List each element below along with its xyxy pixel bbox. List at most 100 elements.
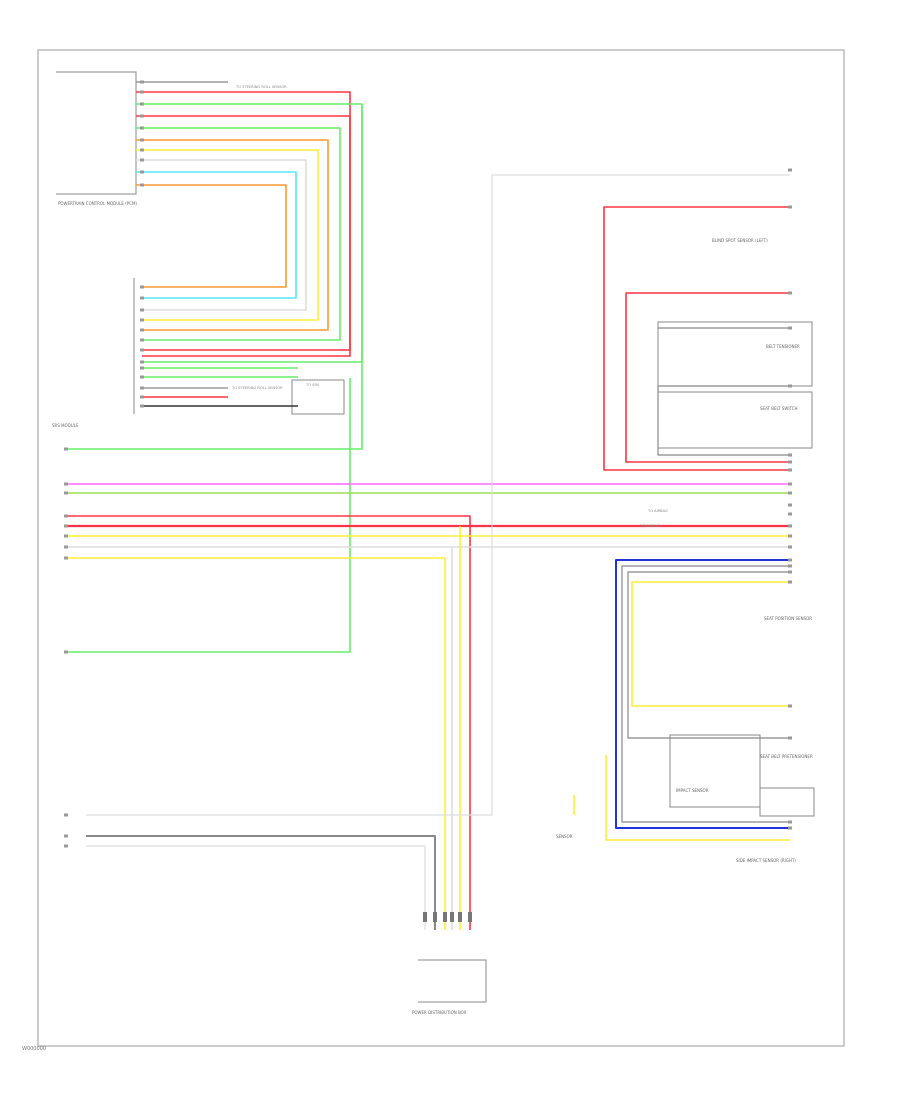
pin-mark	[788, 736, 792, 740]
pin-mark	[140, 360, 144, 364]
pin-mark	[140, 348, 144, 352]
label-right-lower: IMPACT SENSOR	[676, 788, 709, 793]
pin-mark	[788, 564, 792, 568]
wire-32	[657, 385, 790, 456]
pin-mark	[64, 556, 68, 560]
footer-code: W000000	[22, 1046, 47, 1052]
wire-27	[86, 835, 436, 930]
note-5: TO AIRBAG	[639, 524, 660, 528]
upper-left-module	[56, 71, 137, 195]
pin-mark	[140, 138, 144, 142]
pin-mark	[788, 570, 792, 574]
note-2: TO STEERING ROLL SENSOR	[231, 386, 283, 390]
pin-mark	[140, 170, 144, 174]
pin-labels-layer	[64, 80, 792, 922]
bottom-pin	[468, 912, 472, 922]
pin-mark	[140, 386, 144, 390]
label-bottom-center: POWER DISTRIBUTION BOX	[412, 1010, 467, 1015]
pin-mark	[788, 558, 792, 562]
wire-7	[136, 171, 297, 299]
pin-mark	[788, 468, 792, 472]
pin-mark	[140, 404, 144, 408]
wire-5	[136, 149, 319, 321]
pin-mark	[64, 545, 68, 549]
pin-mark	[788, 826, 792, 830]
pin-mark	[140, 126, 144, 130]
small-connector-box	[291, 379, 345, 415]
pin-mark	[788, 205, 792, 209]
label-upper-left: POWERTRAIN CONTROL MODULE (PCM)	[58, 201, 137, 206]
wire-37	[605, 755, 790, 841]
pin-mark	[140, 148, 144, 152]
pin-mark	[140, 183, 144, 187]
pin-mark	[64, 834, 68, 838]
pin-mark	[788, 482, 792, 486]
pin-mark	[140, 366, 144, 370]
pin-mark	[788, 534, 792, 538]
pin-mark	[140, 80, 144, 84]
pin-mark	[140, 318, 144, 322]
pin-mark	[788, 704, 792, 708]
label-bottom-right: SIDE IMPACT SENSOR (RIGHT)	[736, 858, 796, 863]
right-seat-box	[657, 321, 813, 387]
bottom-pin	[433, 912, 437, 922]
wire-34	[621, 565, 790, 823]
pin-mark	[140, 395, 144, 399]
note-1: TO STEERING ROLL SENSOR	[235, 85, 287, 89]
bottom-right-box	[759, 787, 815, 817]
diagram-frame	[37, 49, 845, 1047]
pin-mark	[140, 102, 144, 106]
pin-mark	[140, 114, 144, 118]
pin-mark	[788, 512, 792, 516]
pin-mark	[140, 90, 144, 94]
pin-mark	[140, 328, 144, 332]
wire-36	[627, 571, 790, 739]
bottom-pin	[450, 912, 454, 922]
pin-mark	[788, 453, 792, 457]
wire-29	[603, 206, 790, 471]
label-right-mid3: SEAT POSITION SENSOR	[764, 616, 812, 621]
pin-mark	[788, 503, 792, 507]
bottom-pin	[443, 912, 447, 922]
pin-mark	[64, 514, 68, 518]
pin-mark	[140, 296, 144, 300]
wire-30	[625, 292, 790, 463]
wire-23	[66, 557, 446, 930]
pin-mark	[788, 291, 792, 295]
pin-mark	[788, 820, 792, 824]
wire-4	[136, 139, 329, 331]
note-3: TO SRS	[305, 383, 320, 387]
pin-mark	[64, 524, 68, 528]
label-right-mid1: BELT TENSIONER	[766, 344, 800, 349]
pin-mark	[64, 844, 68, 848]
label-right-mid2: SEAT BELT SWITCH	[760, 406, 798, 411]
pin-mark	[140, 158, 144, 162]
pin-mark	[788, 168, 792, 172]
pin-mark	[788, 545, 792, 549]
pin-mark	[64, 482, 68, 486]
wire-2	[136, 115, 351, 351]
pin-mark	[64, 650, 68, 654]
wire-3	[136, 127, 341, 341]
pin-mark	[788, 524, 792, 528]
label-middle-left: SRS MODULE	[52, 423, 79, 428]
pin-mark	[64, 491, 68, 495]
bottom-pin	[423, 912, 427, 922]
wire-35	[631, 581, 790, 707]
pin-mark	[788, 326, 792, 330]
wire-6	[136, 159, 307, 311]
pin-mark	[64, 447, 68, 451]
pin-mark	[140, 308, 144, 312]
wire-28	[86, 845, 426, 930]
wire-15	[66, 104, 363, 450]
right-sensor-box	[669, 734, 761, 808]
pin-mark	[788, 580, 792, 584]
label-right-top: BLIND SPOT SENSOR (LEFT)	[712, 238, 768, 243]
wire-8	[136, 184, 287, 288]
pin-mark	[64, 813, 68, 817]
label-bottom-sensor: SENSOR	[556, 834, 573, 839]
pin-mark	[64, 534, 68, 538]
bottom-pin	[458, 912, 462, 922]
wires-layer	[66, 81, 790, 930]
wire-19	[66, 515, 471, 930]
